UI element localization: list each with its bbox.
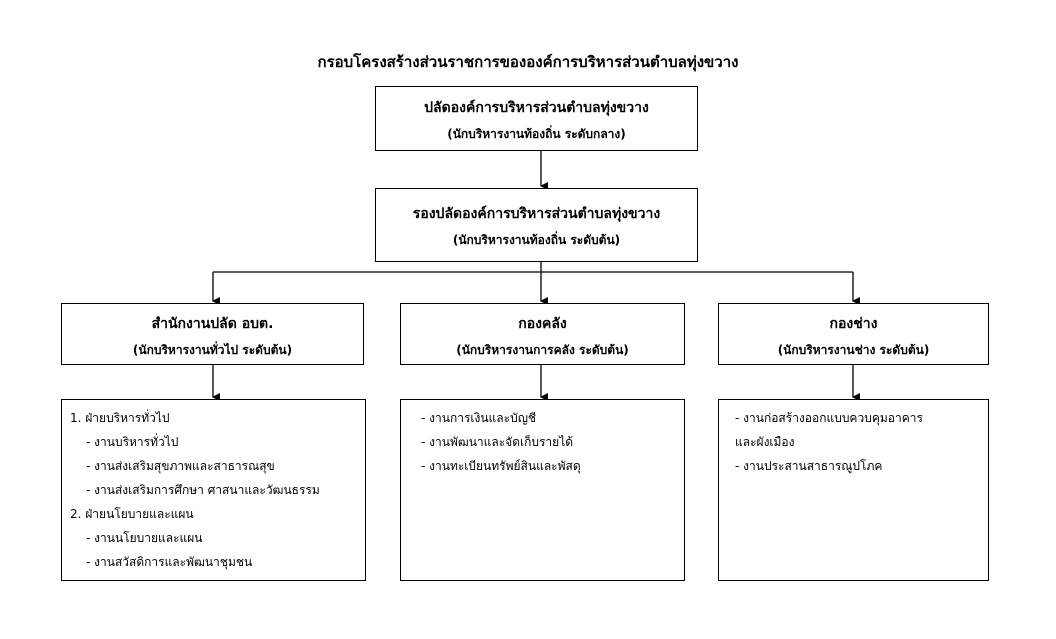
list-item: - งานส่งเสริมการศึกษา ศาสนาและวัฒนธรรม bbox=[86, 483, 320, 497]
box-engineering-division: กองช่าง (นักบริหารงานช่าง ระดับต้น) bbox=[718, 303, 989, 365]
list-item: - งานนโยบายและแผน bbox=[86, 531, 203, 545]
chief-rank: (นักบริหารงานท้องถิ่น ระดับกลาง) bbox=[447, 127, 626, 141]
list-item: 2. ฝ่ายนโยบายและแผน bbox=[70, 507, 194, 521]
list-item: - งานประสานสาธารณูปโภค bbox=[735, 459, 883, 473]
deputy-name: รองปลัดองค์การบริหารส่วนตำบลทุ่งขวาง bbox=[412, 206, 661, 222]
box-deputy-administrator: รองปลัดองค์การบริหารส่วนตำบลทุ่งขวาง (นั… bbox=[375, 188, 698, 262]
deputy-rank: (นักบริหารงานท้องถิ่น ระดับต้น) bbox=[452, 233, 621, 247]
engineering-name: กองช่าง bbox=[829, 316, 878, 332]
list-item: - งานบริหารทั่วไป bbox=[86, 435, 179, 449]
box-chief-administrator: ปลัดองค์การบริหารส่วนตำบลทุ่งขวาง (นักบร… bbox=[375, 86, 698, 151]
office-task-list: 1. ฝ่ายบริหารทั่วไป - งานบริหารทั่วไป - … bbox=[61, 399, 366, 581]
box-finance-division: กองคลัง (นักบริหารงานการคลัง ระดับต้น) bbox=[400, 303, 685, 365]
list-item: - งานสวัสดิการและพัฒนาชุมชน bbox=[86, 555, 253, 569]
office-name: สำนักงานปลัด อบต. bbox=[151, 316, 274, 332]
list-item: - งานการเงินและบัญชี bbox=[421, 411, 537, 425]
list-item: - งานพัฒนาและจัดเก็บรายได้ bbox=[421, 435, 574, 449]
list-item: 1. ฝ่ายบริหารทั่วไป bbox=[70, 411, 170, 425]
office-rank: (นักบริหารงานทั่วไป ระดับต้น) bbox=[132, 343, 293, 357]
finance-rank: (นักบริหารงานการคลัง ระดับต้น) bbox=[456, 343, 629, 357]
chart-title: กรอบโครงสร้างส่วนราชการขององค์การบริหารส… bbox=[317, 53, 739, 71]
list-item: - งานส่งเสริมสุขภาพและสาธารณสุข bbox=[86, 459, 275, 473]
list-item: - งานทะเบียนทรัพย์สินและพัสดุ bbox=[421, 459, 581, 473]
list-item: และผังเมือง bbox=[735, 435, 795, 449]
finance-task-list: - งานการเงินและบัญชี - งานพัฒนาและจัดเก็… bbox=[400, 399, 685, 581]
engineering-rank: (นักบริหารงานช่าง ระดับต้น) bbox=[777, 343, 930, 357]
list-item: - งานก่อสร้างออกแบบควบคุมอาคาร bbox=[735, 411, 923, 425]
chief-name: ปลัดองค์การบริหารส่วนตำบลทุ่งขวาง bbox=[424, 100, 649, 116]
box-office-of-administrator: สำนักงานปลัด อบต. (นักบริหารงานทั่วไป ระ… bbox=[61, 303, 364, 365]
engineering-task-list: - งานก่อสร้างออกแบบควบคุมอาคาร และผังเมื… bbox=[718, 399, 989, 581]
finance-name: กองคลัง bbox=[518, 316, 567, 332]
